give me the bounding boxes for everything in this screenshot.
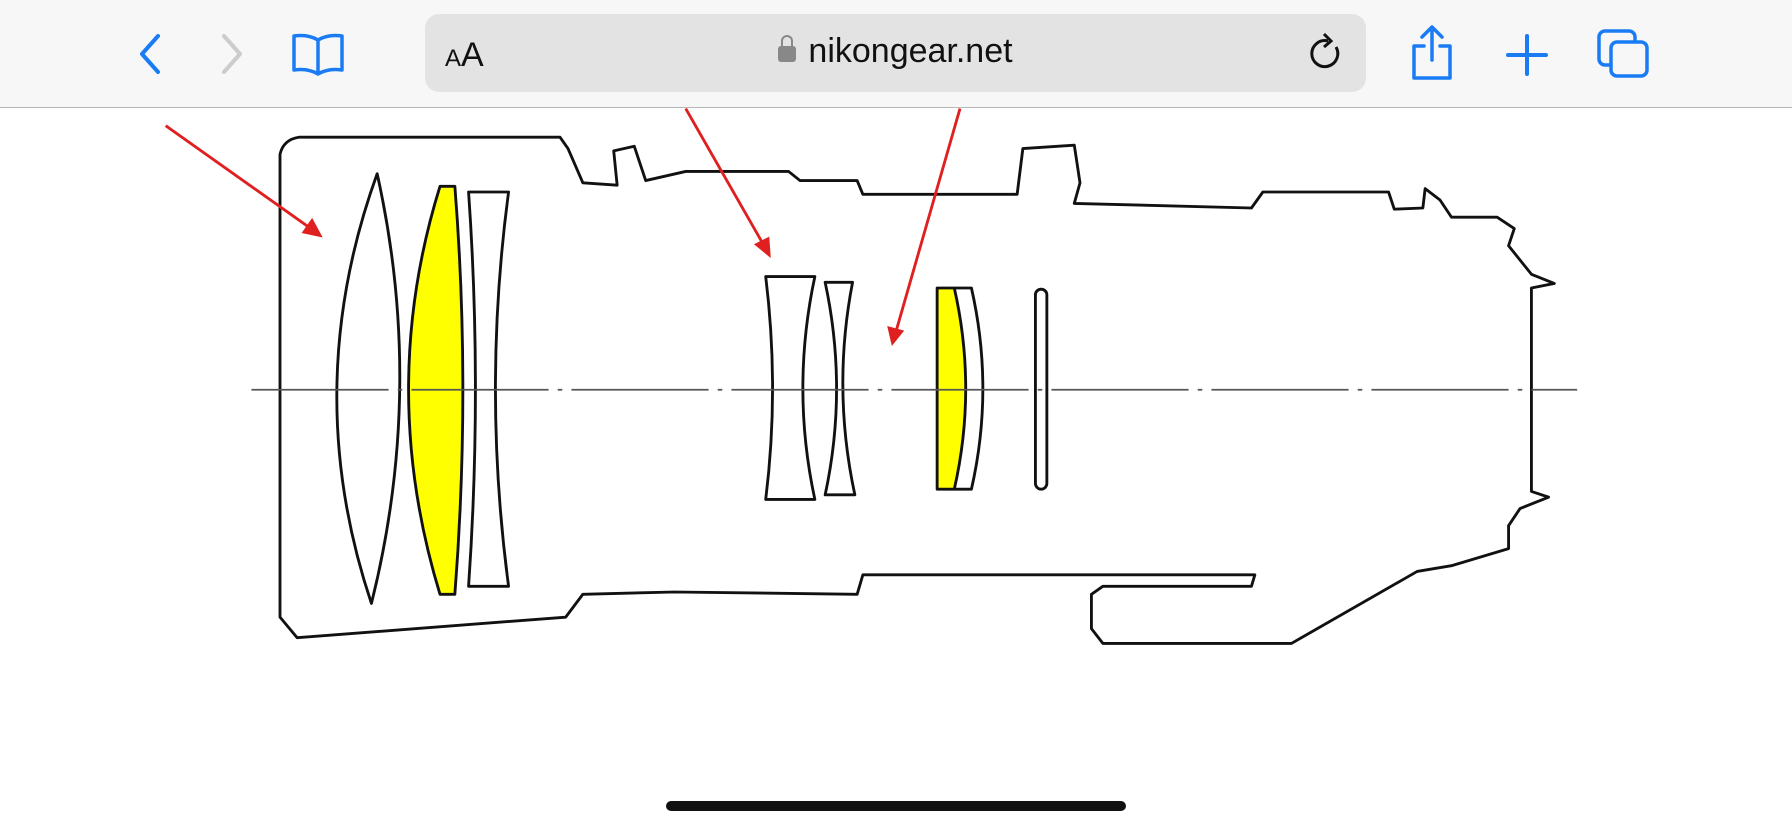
back-icon[interactable]: [136, 32, 166, 76]
lens-element-6-highlighted: [935, 286, 968, 491]
lens-element-3: [467, 190, 510, 588]
home-indicator[interactable]: [666, 801, 1126, 811]
text-size-button[interactable]: AA: [445, 36, 484, 74]
url-text: nikongear.net: [808, 32, 1013, 70]
lens-element-1: [335, 172, 402, 605]
arrow-1: [164, 124, 312, 230]
address-bar[interactable]: AA nikongear.net: [425, 14, 1366, 92]
arrow-3: [894, 108, 962, 332]
lens-element-5: [823, 280, 857, 497]
lens-barrel-outline: [278, 135, 1556, 645]
reload-icon[interactable]: [1306, 30, 1346, 76]
share-icon[interactable]: [1410, 24, 1454, 82]
forward-icon[interactable]: [216, 32, 246, 76]
lens-element-4: [764, 275, 817, 501]
lock-icon: [778, 35, 797, 62]
lens-element-7: [954, 286, 985, 491]
browser-toolbar: AA nikongear.net: [0, 0, 1792, 108]
bookmarks-icon[interactable]: [290, 32, 346, 78]
arrow-2: [684, 107, 765, 246]
new-tab-icon[interactable]: [1506, 34, 1548, 76]
tabs-icon[interactable]: [1596, 28, 1652, 80]
lens-element-8: [1034, 287, 1049, 491]
